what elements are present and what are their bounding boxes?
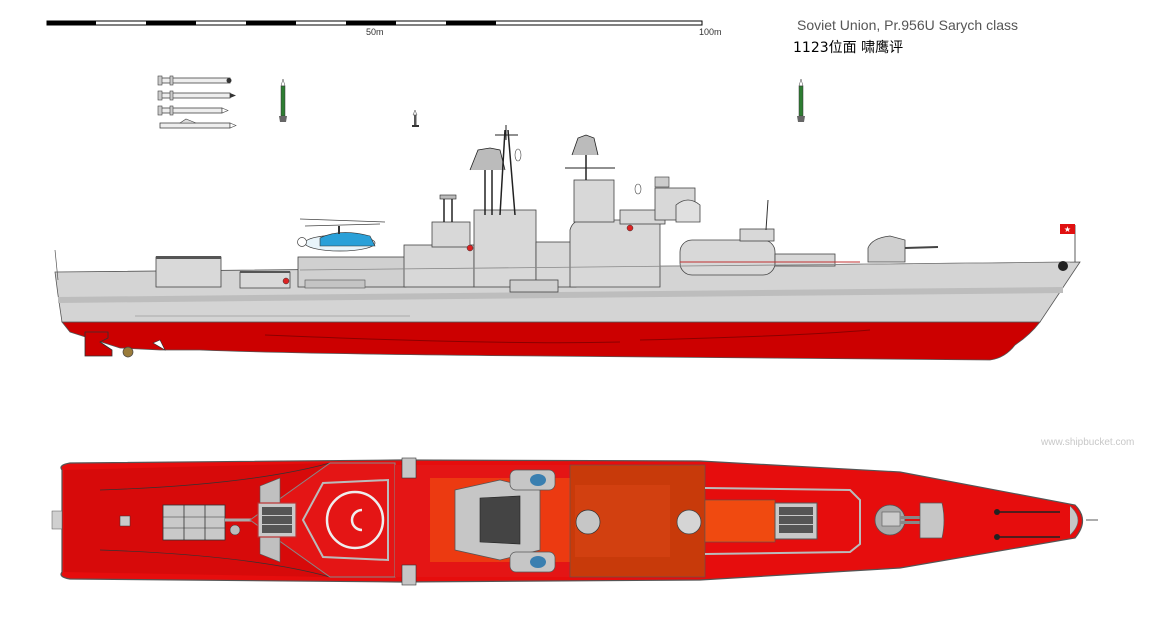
scale-label-100m: 100m <box>699 27 722 37</box>
aft-superstructure <box>403 244 475 288</box>
gun-turret-icon <box>867 235 939 263</box>
vls-grid <box>162 504 226 541</box>
anti-ship-missile-icon <box>157 105 229 116</box>
svg-text:★: ★ <box>1064 225 1071 234</box>
funnel-top <box>479 495 521 545</box>
forward-mast <box>565 134 615 180</box>
anti-ship-missile-icon <box>157 90 236 101</box>
rudder <box>84 331 113 357</box>
main-mast <box>495 125 522 216</box>
aft-mast-small <box>439 194 457 222</box>
forward-deckhouse <box>679 239 776 276</box>
watermark: www.shipbucket.com <box>1041 437 1135 448</box>
flag-icon: ★ <box>1060 224 1076 262</box>
director-icon <box>575 509 601 535</box>
forward-superstructure <box>569 219 661 288</box>
helicopter-icon <box>297 218 386 252</box>
ship-title: Soviet Union, Pr.956U Sarych class <box>797 17 1018 33</box>
scale-bar <box>46 20 703 26</box>
anti-ship-missile-icon <box>159 118 237 129</box>
aft-deckhouse <box>155 256 222 288</box>
aft-mast <box>469 147 506 215</box>
weapons-legend <box>157 75 805 129</box>
plan-view <box>51 457 1098 586</box>
sam-missile-icon <box>279 78 287 122</box>
forward-gun-icon <box>874 502 945 539</box>
sam-missile-icon <box>797 78 805 122</box>
hull-lower <box>61 321 1041 361</box>
anchor-hawse-icon <box>1058 261 1068 271</box>
ship-subtitle: 1123位面 啸鹰评 <box>793 40 904 56</box>
helipad-circle <box>325 490 385 550</box>
ciws-mount-icon <box>401 457 417 586</box>
small-sam-icon <box>412 109 419 127</box>
propeller-icon <box>122 346 134 358</box>
radome <box>675 199 701 223</box>
anti-ship-missile-icon <box>157 75 232 86</box>
side-profile-view: ★ <box>54 125 1081 361</box>
scale-label-50m: 50m <box>366 27 384 37</box>
radome-top <box>676 509 702 535</box>
